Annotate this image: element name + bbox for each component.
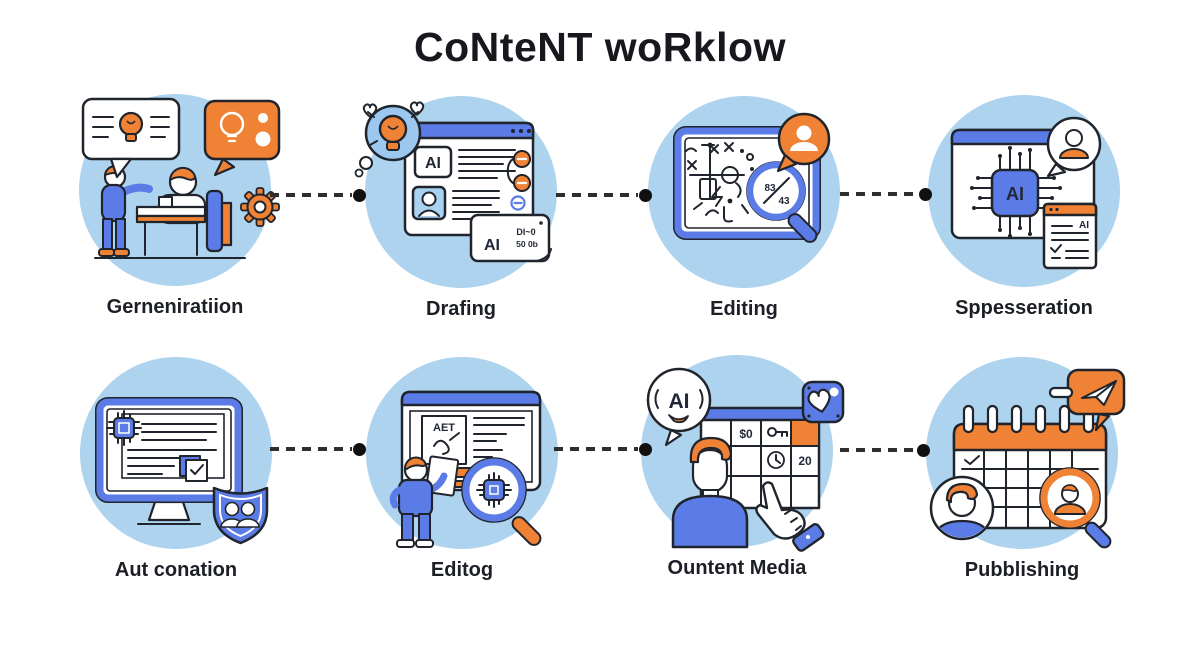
heart-icon [807, 388, 831, 413]
workflow-step-automation: Aut conation [56, 348, 296, 582]
connector-dash [556, 193, 638, 197]
step-label: Aut conation [114, 559, 238, 581]
step-label: Ountent Media [667, 557, 807, 579]
workflow-step-publishing: Pubblishing [902, 348, 1142, 582]
workflow-step-editing: 83 43 Editing [624, 87, 864, 321]
connector-dot [353, 188, 366, 202]
generation-illustration [79, 94, 281, 286]
browser-window: AI [403, 121, 535, 237]
avatar [411, 185, 447, 221]
automation-illustration [80, 357, 272, 549]
step-label: Drafing [426, 298, 496, 320]
connector-dash [840, 448, 916, 452]
connector-dot [639, 188, 652, 202]
standing-person [98, 165, 153, 257]
shield-icon [212, 486, 269, 545]
editing-illustration: 83 43 [648, 96, 840, 288]
profile-magnifier-icon [1039, 467, 1112, 549]
connector-2-3 [556, 188, 652, 202]
pointing-hand-icon [755, 481, 825, 552]
step-label: Pubblishing [964, 559, 1080, 581]
popup-code-line2: 50 0b [516, 239, 538, 249]
key-icon [767, 427, 788, 437]
connector-7-8 [840, 443, 930, 457]
orange-speech-bubble [203, 99, 281, 177]
connector-dot [919, 187, 932, 201]
step-label: Gerneniratiion [106, 296, 244, 318]
bubble-ai-label: AI [669, 390, 690, 413]
connector-dash [270, 447, 352, 451]
workflow-step-editog: AET [342, 348, 582, 582]
ai-bubble: AI [646, 367, 712, 447]
lightbulb-icon [118, 111, 144, 142]
connector-3-4 [840, 187, 932, 201]
connector-dash [270, 193, 352, 197]
chip-ai-label: AI [1006, 184, 1024, 204]
doc-ai-label: AI [1079, 220, 1089, 231]
ai-chip-icon [106, 410, 142, 446]
processing-illustration: AI AI [928, 95, 1120, 287]
popup-ai-label: AI [484, 237, 500, 254]
connector-6-7 [554, 442, 652, 456]
content-media-illustration: $0 20 AI [641, 355, 845, 552]
clock-icon [767, 451, 785, 469]
magnifier-chip-icon [461, 457, 542, 546]
ai-box-label: AI [425, 155, 441, 172]
connector-5-6 [270, 442, 366, 456]
heart-icon [409, 101, 425, 116]
user-bubble [776, 112, 831, 173]
workflow-step-processing: AI AI Sppesseration [904, 86, 1144, 320]
lens-denominator: 43 [778, 196, 790, 207]
workflow-step-generation: Gerneniratiion [55, 85, 295, 319]
price-cell: $0 [739, 427, 753, 441]
editog-illustration: AET [366, 357, 558, 549]
check-scribble [964, 455, 980, 465]
board-lines [473, 417, 525, 458]
popup-code-line1: DI~0 [516, 227, 535, 237]
screen-content [106, 410, 225, 482]
step-label: Editog [430, 559, 494, 581]
ai-document: AI [1042, 202, 1098, 270]
orange-cell [792, 421, 818, 445]
number-cell: 20 [798, 454, 812, 468]
lightbulb-outline-icon [219, 111, 245, 143]
lightbulb-icon [367, 111, 419, 151]
person [671, 436, 749, 549]
check-note [179, 455, 208, 482]
connector-dot [639, 442, 652, 456]
card-label: AET [433, 422, 455, 434]
gear-icon [240, 187, 280, 227]
paper-plane-icon [1081, 380, 1117, 406]
code-popup: AI DI~0 50 0b [469, 213, 552, 263]
magnifier-icon: 83 43 [746, 161, 818, 243]
connector-1-2 [270, 188, 366, 202]
workflow-step-content-media: $0 20 AI [617, 346, 857, 580]
step-label: Editing [710, 298, 778, 320]
drafting-illustration: AI AI DI~0 [354, 96, 557, 288]
idea-speech-bubble [81, 97, 181, 179]
avatar [929, 475, 995, 541]
connector-dot [353, 442, 366, 456]
lens-numerator: 83 [764, 183, 776, 194]
step-label: Sppesseration [955, 297, 1093, 319]
heart-icon [362, 103, 378, 118]
user-bubble [1046, 116, 1102, 178]
workflow-step-drafting: AI AI DI~0 [341, 87, 581, 321]
connector-dash [554, 447, 638, 451]
aet-card: AET [421, 415, 467, 465]
idea-badge [354, 101, 425, 178]
desk [135, 196, 207, 256]
infographic-title: CoNteNT woRklow [414, 24, 786, 70]
send-bubble [1048, 368, 1126, 432]
connector-dash [840, 192, 918, 196]
connector-dot [917, 443, 930, 457]
publishing-illustration [926, 357, 1126, 549]
heart-badge [801, 380, 845, 424]
worker-person [389, 455, 460, 548]
